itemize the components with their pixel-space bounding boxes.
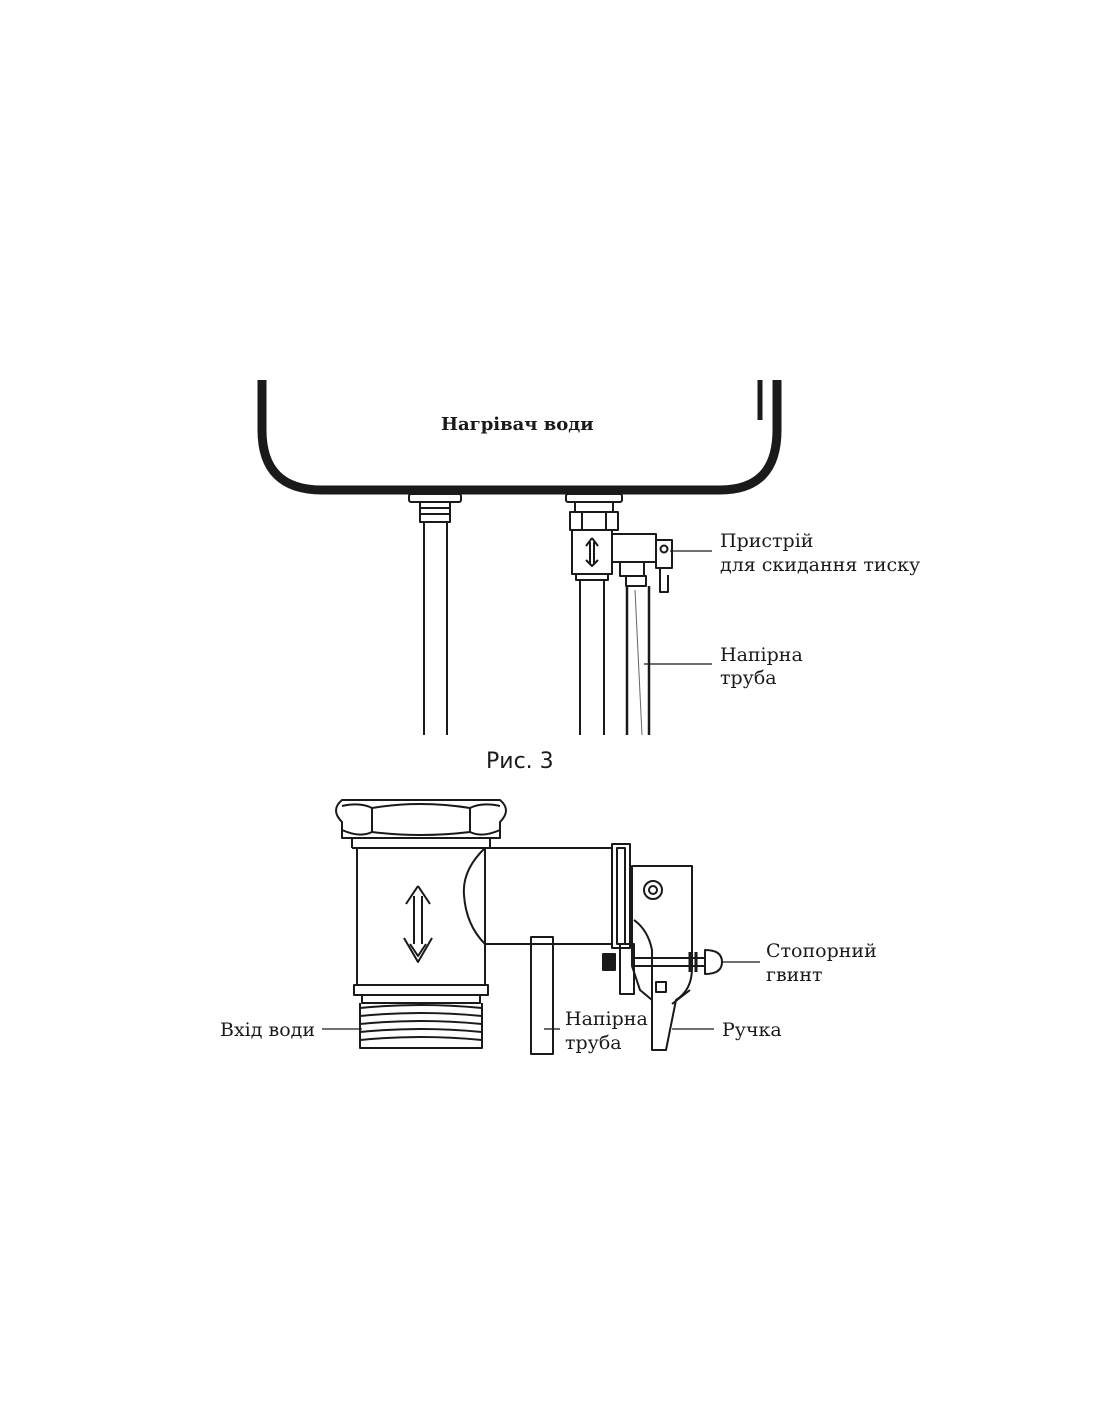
relief-device-label-line2: для скидання тиску xyxy=(720,554,921,576)
left-pipe xyxy=(423,522,448,735)
relief-device-label-line1: Пристрій xyxy=(720,530,814,552)
pressure-pipe-bottom-label-line1: Напірна xyxy=(565,1008,648,1030)
hex-nut xyxy=(335,799,507,849)
water-heater-tank xyxy=(257,380,782,495)
right-pipe-fitting xyxy=(565,493,623,531)
pressure-pipe-stub xyxy=(530,936,554,1055)
water-inlet-label: Вхід води xyxy=(220,1019,315,1041)
figure-caption: Рис. 3 xyxy=(486,749,554,774)
lock-screw xyxy=(602,949,723,975)
left-pipe-fitting xyxy=(408,493,462,523)
valve-body xyxy=(353,847,489,1004)
pressure-pipe-top-label-line1: Напірна xyxy=(720,644,803,666)
flow-direction-arrow-icon xyxy=(403,885,433,963)
pressure-pipe-top-label-line2: труба xyxy=(720,667,777,689)
lock-screw-label-line2: гвинт xyxy=(766,964,823,986)
lock-screw-label-line1: Стопорний xyxy=(766,940,877,962)
pressure-drain-pipe xyxy=(625,586,651,736)
relief-valve-small xyxy=(571,529,673,593)
valve-side-arm xyxy=(485,843,631,949)
pressure-pipe-bottom-label-line2: труба xyxy=(565,1032,622,1054)
handle-label: Ручка xyxy=(722,1019,782,1041)
heater-title: Нагрівач води xyxy=(441,414,594,435)
valve-handle xyxy=(619,865,693,1051)
right-pipe xyxy=(579,580,605,735)
inlet-thread xyxy=(359,1003,483,1049)
